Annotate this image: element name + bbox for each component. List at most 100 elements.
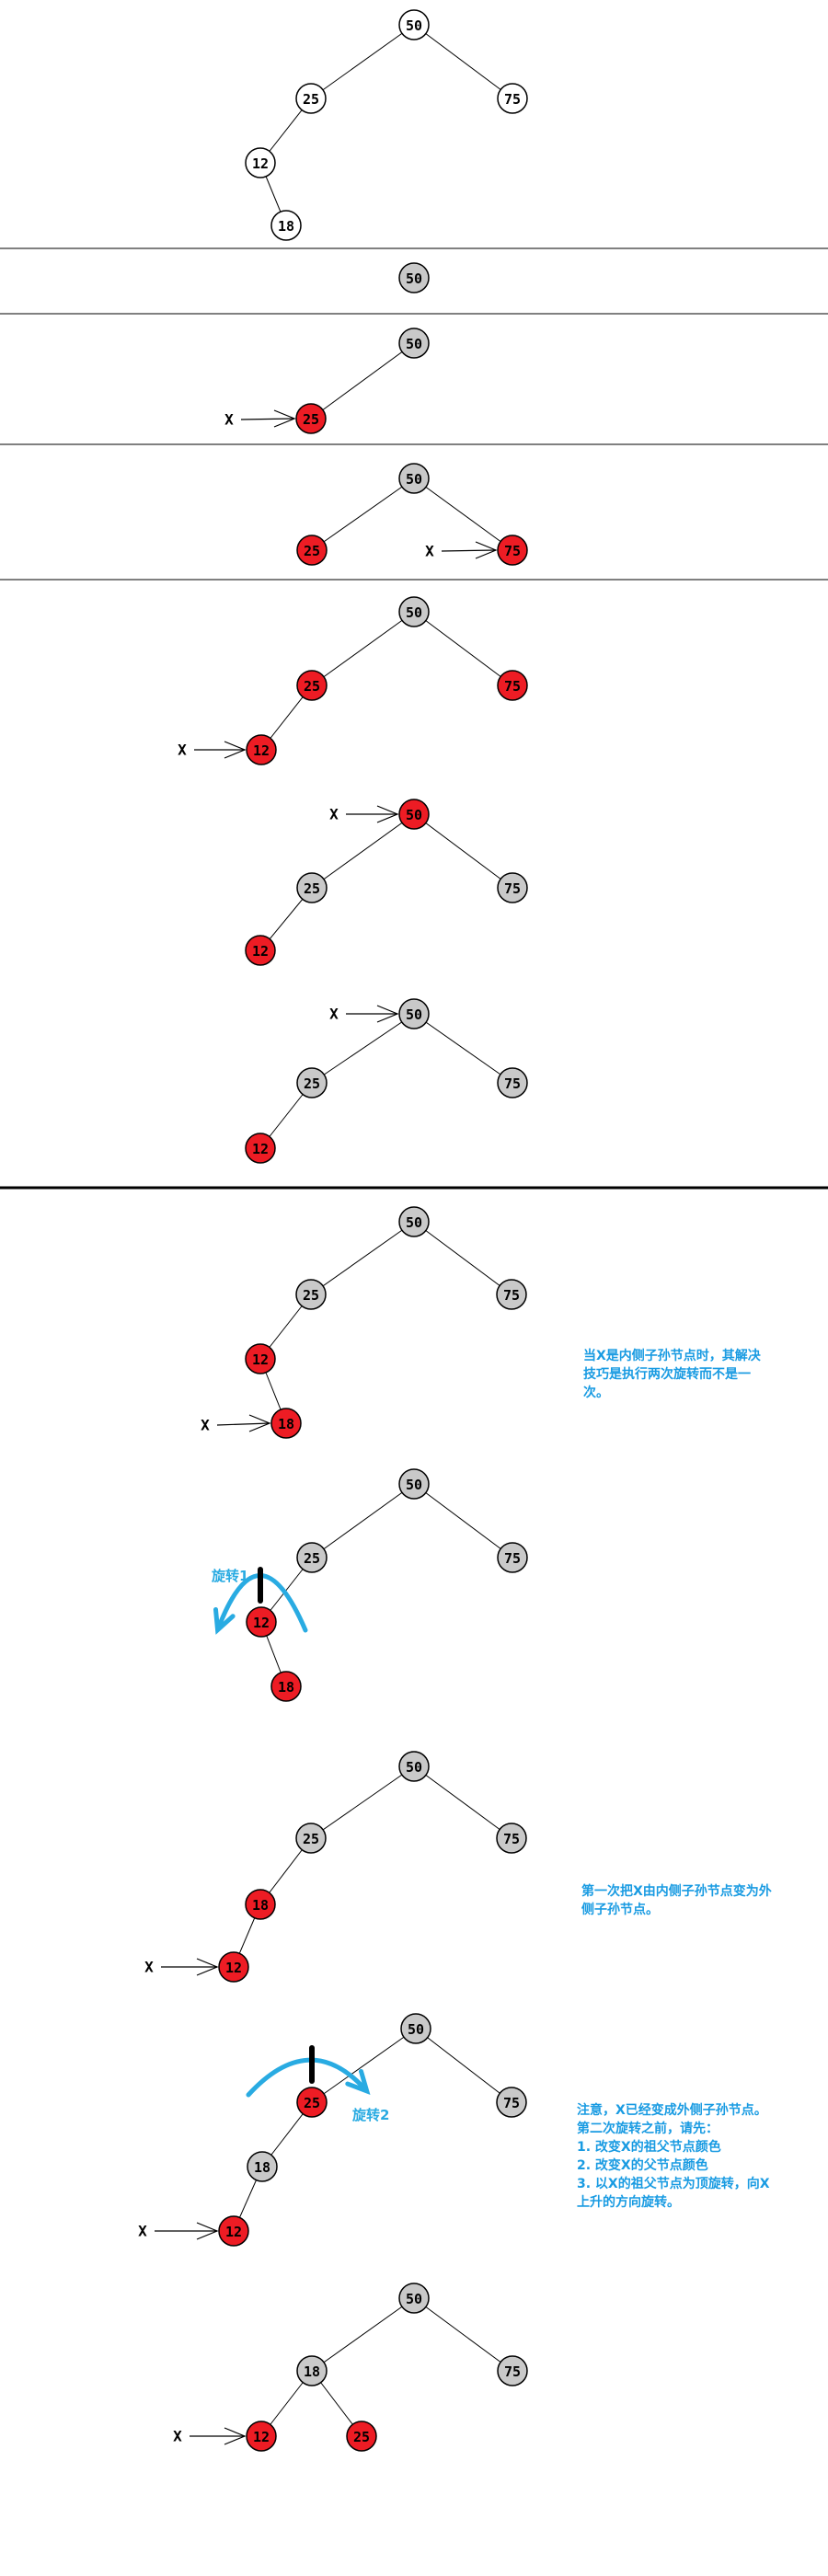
tree-node-value: 50 [406,471,422,488]
tree-node-75 [497,670,528,701]
tree-edge [311,477,415,551]
tree-edge [311,813,415,889]
x-pointer-label: X [329,806,339,823]
tree-node-18 [270,1671,302,1702]
tree-node-value: 18 [252,1897,269,1914]
x-pointer-line [240,418,295,420]
tree-node-value: 12 [252,155,269,172]
tree-node-value: 25 [303,1287,319,1304]
tree-node-25 [296,670,328,701]
x-pointer-line [216,1422,270,1426]
x-pointer-arrowhead [273,409,296,428]
tree-node-12 [245,147,276,178]
tree-edge [310,24,415,99]
tree-edge [311,1013,415,1084]
tree-node-75 [496,2087,527,2118]
tree-node-value: 18 [278,1679,294,1696]
x-pointer-label: X [173,2428,182,2445]
tree-edge [413,611,513,686]
tree-node-value: 50 [406,1477,422,1493]
tree-node-value: 12 [252,943,269,960]
x-pointer-arrowhead [376,805,399,823]
tree-node-50 [398,463,430,494]
x-pointer-label: X [138,2223,147,2240]
tree-node-25 [295,403,327,434]
x-pointer-arrowhead [196,2222,219,2240]
tree-node-value: 18 [304,2363,320,2380]
tree-node-value: 50 [406,1759,422,1776]
tree-node-25 [296,872,328,903]
tree-node-25 [295,83,327,114]
tree-edge [310,1221,415,1295]
tree-node-value: 75 [504,880,521,897]
tree-node-75 [497,1067,528,1098]
tree-node-50 [400,2013,431,2044]
tree-node-value: 75 [503,1831,520,1847]
tree-node-50 [398,262,430,293]
tree-edge [311,2297,415,2372]
tree-edge [310,342,415,420]
tree-edge [413,1765,512,1839]
x-pointer-label: X [144,1959,154,1976]
tree-node-75 [497,872,528,903]
tree-edge [310,1765,415,1839]
tree-node-value: 50 [406,270,422,287]
tree-node-12 [245,935,276,966]
tree-node-75 [496,1823,527,1854]
tree-node-50 [398,1468,430,1500]
tree-edge [413,813,513,889]
tree-node-value: 50 [406,17,422,34]
tree-node-18 [245,1889,276,1920]
x-pointer-arrowhead [224,741,247,759]
tree-node-value: 12 [253,1615,270,1631]
x-pointer-label: X [329,1006,339,1023]
x-pointer-arrowhead [224,2427,247,2445]
tree-node-12 [245,1133,276,1164]
tree-node-value: 25 [303,411,319,428]
x-pointer-label: X [201,1417,210,1434]
tree-node-value: 25 [303,91,319,108]
tree-node-25 [296,1542,328,1573]
tree-node-value: 50 [406,807,422,823]
tree-node-value: 50 [406,336,422,352]
tree-edge [415,2028,512,2103]
tree-node-25 [295,1823,327,1854]
tree-edge [413,1483,513,1558]
tree-node-50 [398,998,430,1029]
tree-node-value: 50 [406,1214,422,1231]
tree-edge [413,477,513,551]
tree-node-75 [497,535,528,566]
tree-node-25 [296,535,328,566]
tree-node-value: 75 [504,1550,521,1567]
tree-node-value: 25 [304,2095,320,2111]
tree-edge [413,24,513,99]
tree-node-12 [246,734,277,765]
tree-node-12 [218,2215,249,2247]
tree-node-value: 75 [503,2095,520,2111]
tree-node-value: 25 [304,678,320,695]
tree-node-value: 25 [304,543,320,559]
tree-node-25 [296,1067,328,1098]
x-pointer-line [441,549,497,552]
rotation-label: 旋转1 [211,1568,248,1584]
tree-node-value: 18 [254,2159,270,2176]
x-pointer-arrowhead [475,541,498,559]
tree-node-50 [398,799,430,830]
tree-node-value: 75 [504,543,521,559]
tree-node-50 [398,1206,430,1237]
tree-node-12 [246,1606,277,1638]
tree-node-25 [295,1279,327,1310]
tree-node-50 [398,1751,430,1782]
tree-edge [413,2297,513,2372]
tree-edge [413,1013,513,1084]
rotation-arc [246,2057,371,2098]
tree-node-value: 75 [504,91,521,108]
tree-node-value: 50 [406,1006,422,1023]
tree-node-value: 75 [503,1287,520,1304]
tree-node-value: 75 [504,1075,521,1092]
tree-node-value: 25 [353,2429,370,2445]
tree-node-value: 25 [304,1075,320,1092]
tree-node-75 [497,1542,528,1573]
